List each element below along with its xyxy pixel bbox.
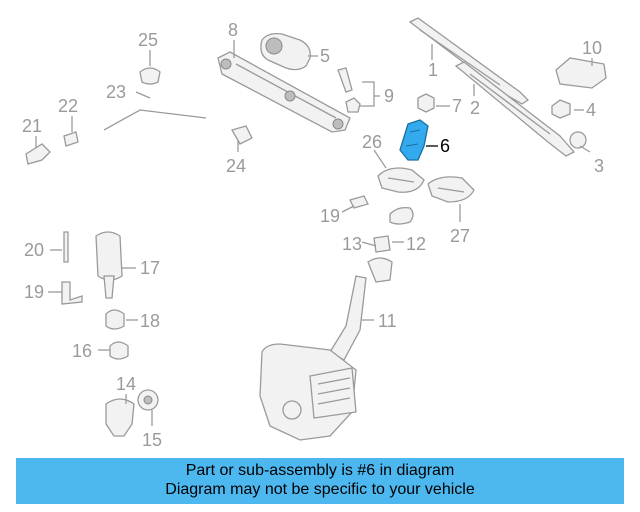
connector-part-19-lower <box>61 281 83 305</box>
label-12: 12 <box>406 234 426 254</box>
label-27: 27 <box>450 226 470 246</box>
label-25: 25 <box>138 30 158 50</box>
nozzle-part-27 <box>427 176 475 203</box>
label-17: 17 <box>140 258 160 278</box>
label-24: 24 <box>226 156 246 176</box>
cover-part-10 <box>555 57 607 89</box>
label-4: 4 <box>586 100 596 120</box>
hose-part-23 <box>103 109 207 131</box>
pump-part-17 <box>95 231 123 299</box>
nozzle-part-26 <box>377 167 425 193</box>
label-21: 21 <box>22 116 42 136</box>
filler-neck-part-11 <box>329 257 393 361</box>
label-20: 20 <box>24 240 44 260</box>
banner-line-2: Diagram may not be specific to your vehi… <box>165 481 475 498</box>
bulb-part-14 <box>105 398 135 437</box>
label-6: 6 <box>440 136 450 156</box>
label-5: 5 <box>320 46 330 66</box>
wiper-motor-part-5 <box>260 32 311 71</box>
washer-reservoir <box>259 343 357 441</box>
label-23: 23 <box>106 82 126 102</box>
nut-part-4 <box>551 99 571 119</box>
info-banner: Part or sub-assembly is #6 in diagram Di… <box>16 458 624 504</box>
label-19-upper: 19 <box>320 206 340 226</box>
nozzle-part-21 <box>25 143 51 165</box>
banner-line-1: Part or sub-assembly is #6 in diagram <box>185 462 455 479</box>
label-3: 3 <box>594 156 604 176</box>
label-18: 18 <box>140 311 160 331</box>
grommet-part-15 <box>137 389 159 411</box>
grommet-part-25 <box>139 67 161 85</box>
grommet-part-16 <box>109 341 129 360</box>
connector-part-19-upper <box>349 195 414 225</box>
label-1: 1 <box>428 60 438 80</box>
label-15: 15 <box>142 430 162 450</box>
label-16: 16 <box>72 341 92 361</box>
parts-diagram: 8 5 25 23 22 21 24 9 1 2 10 4 3 7 6 26 2… <box>22 17 607 450</box>
wiper-arm-part-2 <box>454 61 576 157</box>
label-7: 7 <box>452 96 462 116</box>
label-19-lower: 19 <box>24 282 44 302</box>
leader-lines <box>35 40 593 426</box>
connector-part-22 <box>63 131 79 147</box>
label-13: 13 <box>342 234 362 254</box>
label-9: 9 <box>384 86 394 106</box>
label-2: 2 <box>470 98 480 118</box>
label-14: 14 <box>116 374 136 394</box>
cap-part-3 <box>569 131 587 149</box>
clip-part-24 <box>231 125 253 145</box>
label-10: 10 <box>582 38 602 58</box>
highlighted-part-6 <box>399 119 429 161</box>
nut-part-7 <box>417 93 435 113</box>
grommet-part-12 <box>373 235 391 253</box>
wiper-linkage-part-8 <box>217 51 351 133</box>
grommet-part-18 <box>105 309 125 330</box>
label-22: 22 <box>58 96 78 116</box>
rod-part-20 <box>63 231 69 263</box>
label-8: 8 <box>228 20 238 40</box>
label-26: 26 <box>362 132 382 152</box>
label-11: 11 <box>378 311 397 331</box>
bolt-part-9 <box>337 67 361 113</box>
